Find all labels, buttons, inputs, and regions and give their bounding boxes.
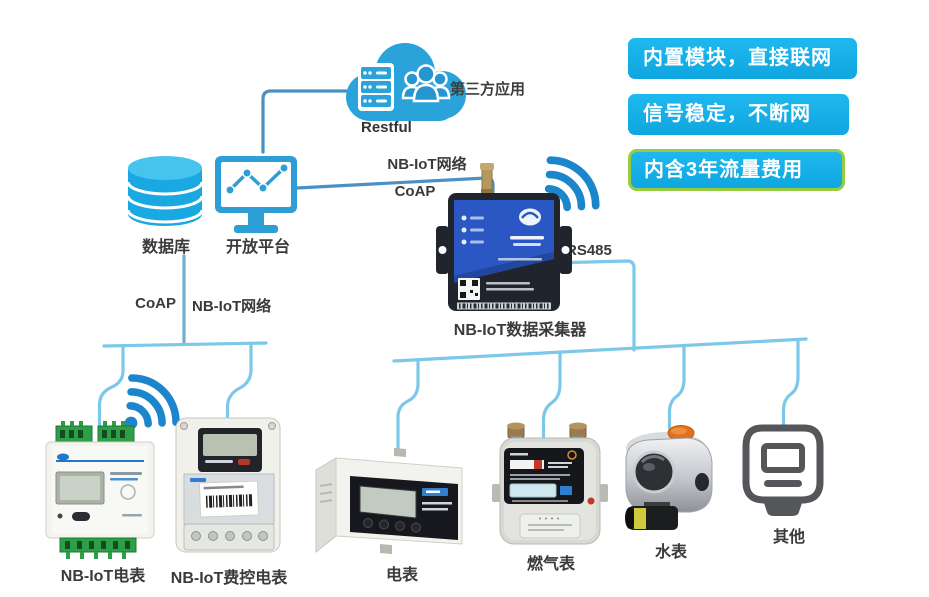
database-label: 数据库 bbox=[141, 239, 190, 256]
brand-logo bbox=[519, 208, 541, 226]
nbiot-prepaid-meter-graphic bbox=[168, 410, 290, 558]
nbiot-meter-label: NB-IoT电表 bbox=[60, 568, 146, 585]
feature-banner-1: 内置模块，直接联网 bbox=[628, 38, 857, 79]
third-party-label: 第三方应用 bbox=[450, 81, 526, 98]
meter-lens bbox=[632, 450, 676, 494]
other-device-icon bbox=[740, 422, 826, 518]
coap-left-label: CoAP bbox=[135, 295, 176, 312]
wifi-icon-left bbox=[97, 353, 202, 458]
collector-label: NB-IoT数据采集器 bbox=[453, 322, 587, 339]
restful-label: Restful bbox=[361, 119, 412, 136]
electric-meter-graphic bbox=[310, 436, 475, 558]
open-platform-label: 开放平台 bbox=[225, 239, 290, 256]
water-meter-label: 水表 bbox=[654, 544, 687, 561]
nbiot-prepaid-meter-label: NB-IoT费控电表 bbox=[170, 570, 288, 587]
lcd-screen bbox=[198, 428, 262, 472]
control-panel bbox=[504, 448, 584, 504]
led-indicators bbox=[461, 215, 484, 245]
water-meter-graphic bbox=[614, 418, 722, 540]
terminal-cover bbox=[183, 523, 275, 551]
monitor-icon bbox=[205, 145, 315, 255]
gas-meter-graphic bbox=[490, 422, 610, 554]
other-device-label: 其他 bbox=[772, 529, 805, 546]
nbiot-meter-graphic bbox=[36, 416, 164, 564]
qr-code bbox=[458, 278, 480, 300]
cloud-icon bbox=[330, 35, 480, 130]
gas-meter-label: 燃气表 bbox=[526, 556, 575, 573]
barcode-label bbox=[198, 480, 260, 518]
nbiot-network-top-label: NB-IoT网络 bbox=[387, 156, 467, 173]
lcd-screen bbox=[55, 471, 105, 505]
buttons-row bbox=[363, 518, 421, 533]
database-icon bbox=[120, 148, 210, 240]
users-icon bbox=[401, 64, 451, 103]
rs485-label: RS485 bbox=[566, 242, 612, 259]
terminal-block-bottom bbox=[59, 537, 137, 559]
pipe bbox=[625, 506, 678, 530]
feature-banner-2: 信号稳定，不断网 bbox=[628, 94, 849, 135]
antenna-icon bbox=[480, 163, 494, 195]
terminal-block-top bbox=[55, 421, 135, 443]
coap-top-label: CoAP bbox=[394, 183, 436, 200]
electric-meter-label: 电表 bbox=[385, 567, 418, 584]
nbiot-network-left-label: NB-IoT网络 bbox=[192, 298, 272, 315]
lcd-screen bbox=[359, 485, 417, 519]
collector-graphic bbox=[434, 160, 574, 315]
feature-banner-3: 内含3年流量费用 bbox=[628, 149, 845, 191]
name-plate bbox=[519, 513, 581, 539]
server-icon bbox=[358, 63, 394, 111]
